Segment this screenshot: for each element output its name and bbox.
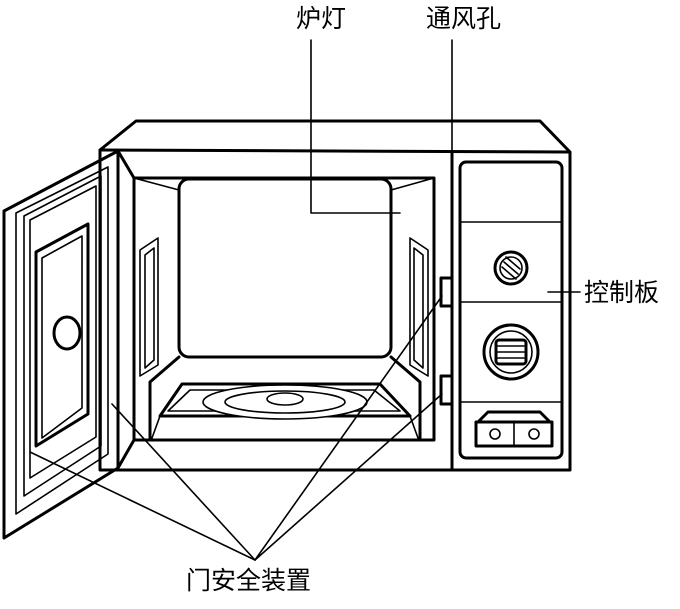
vent-holes-label: 通风孔 (426, 4, 502, 33)
control-panel-label: 控制板 (584, 278, 660, 307)
leader-lines (29, 39, 581, 561)
timer-dial-icon[interactable] (482, 323, 540, 381)
door-window-knob-icon (52, 315, 82, 351)
turntable-tray (151, 382, 419, 439)
oven-lamp-label: 炉灯 (296, 4, 347, 33)
oven-cavity (132, 176, 436, 442)
door-safety-label: 门安全装置 (186, 566, 312, 595)
oven-cabinet (98, 119, 572, 472)
safety-latch-slots (439, 276, 454, 406)
oven-door (2, 149, 136, 540)
power-dial-icon[interactable] (493, 250, 529, 286)
control-panel (458, 160, 564, 460)
door-release-buttons-icon[interactable] (474, 410, 554, 448)
